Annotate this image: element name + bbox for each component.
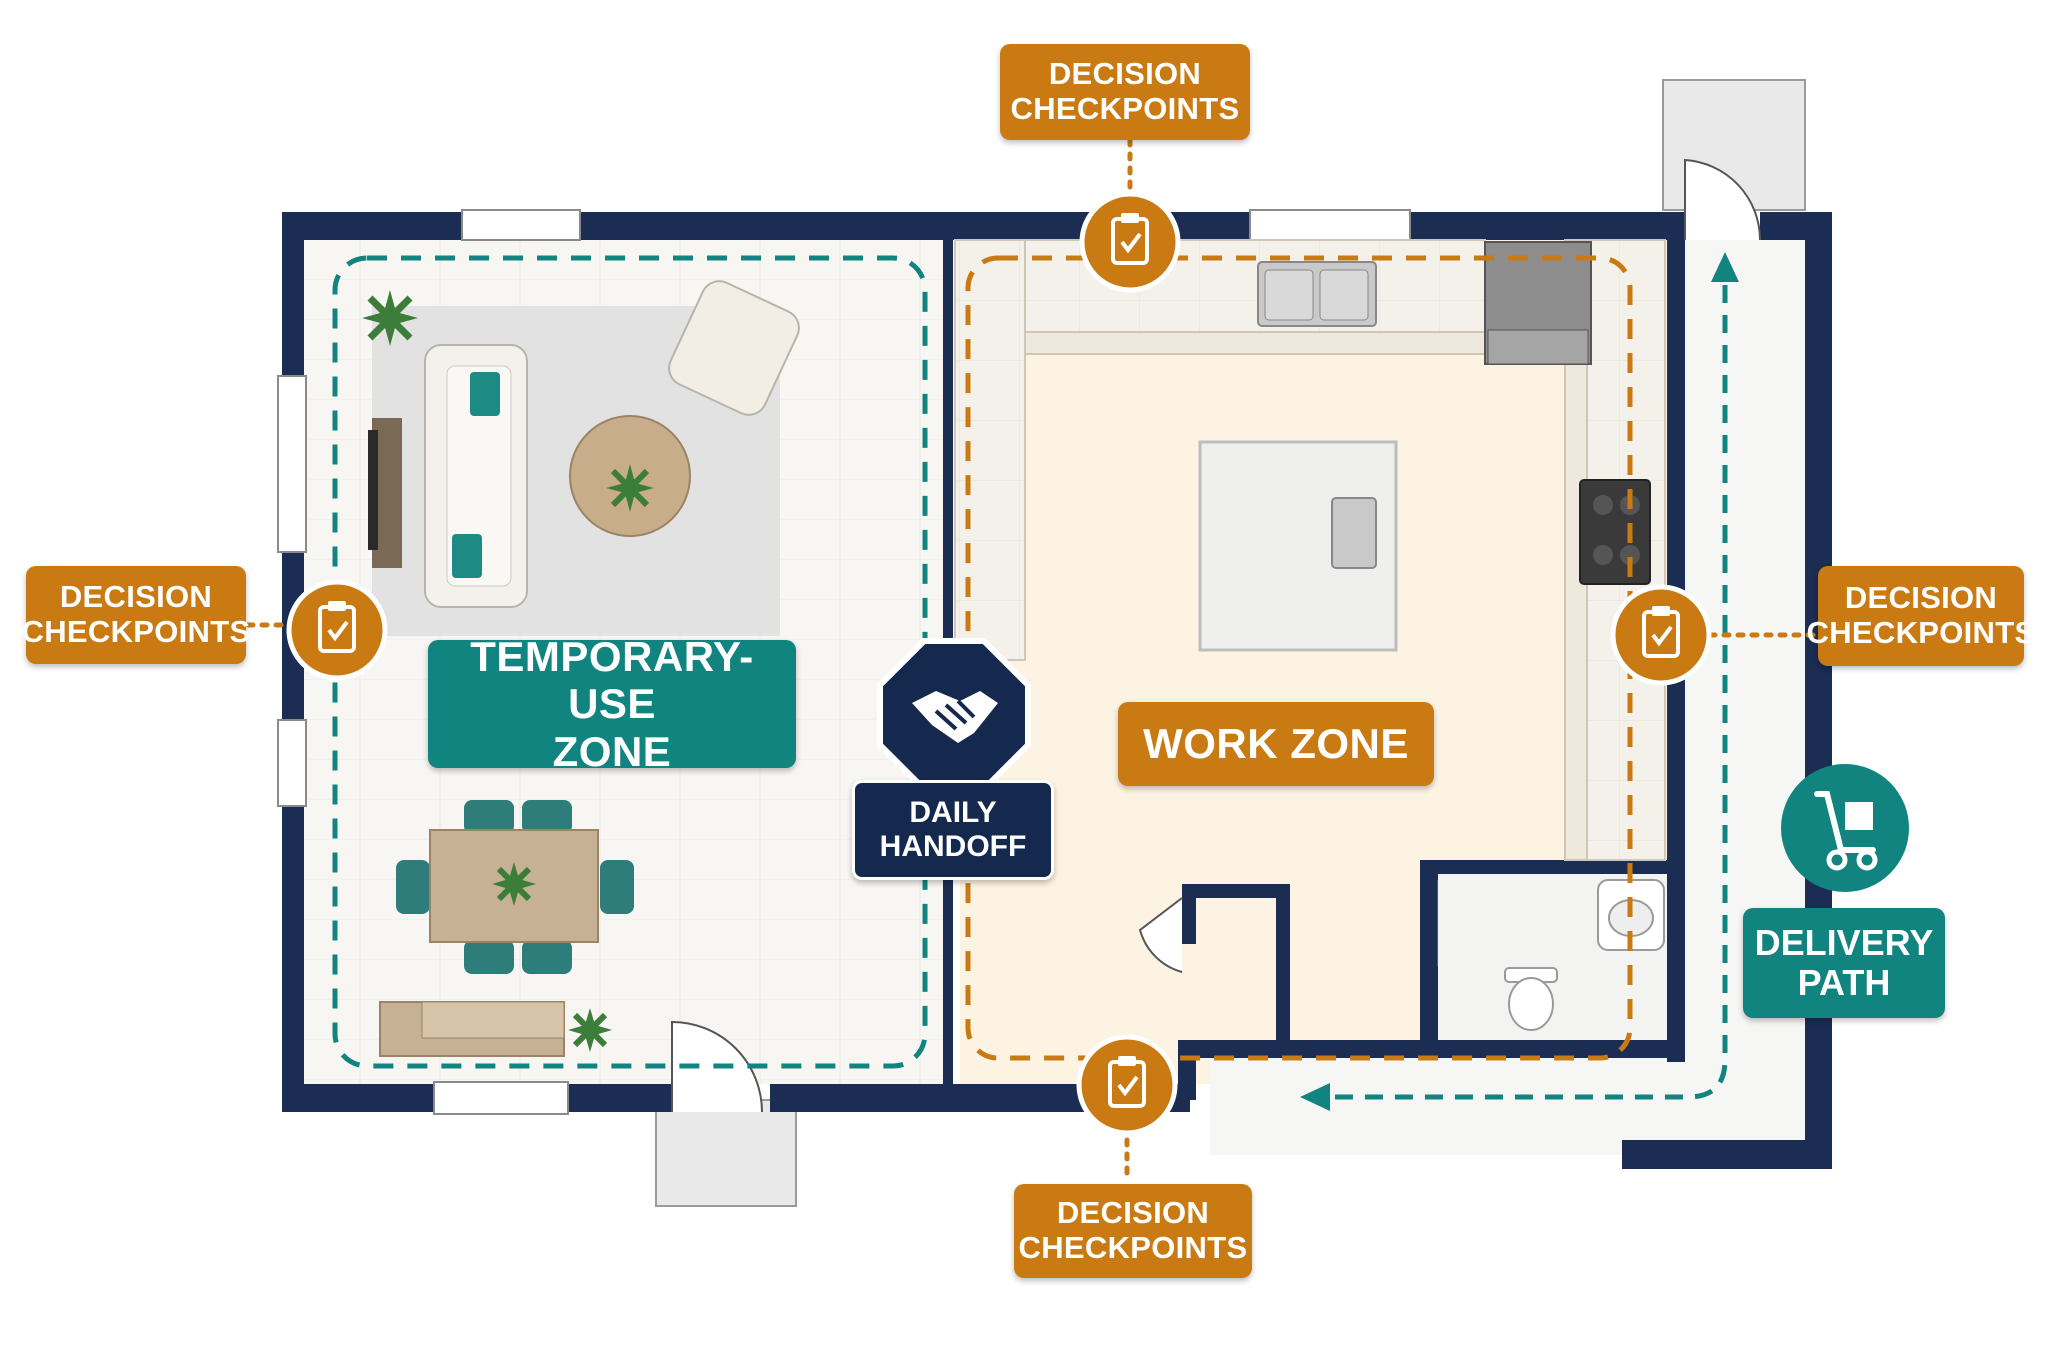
label-line: CHECKPOINTS	[1010, 91, 1240, 126]
label-line: WORK ZONE	[1143, 720, 1409, 768]
hand-truck-icon	[1781, 764, 1909, 892]
label-line: DECISION	[1844, 580, 1998, 616]
handshake-icon	[877, 638, 1031, 792]
label-line: CHECKPOINTS	[21, 614, 251, 649]
decision-checkpoints-label-bottom: DECISION CHECKPOINTS	[1014, 1184, 1252, 1278]
decision-checkpoints-label-right: DECISION CHECKPOINTS	[1807, 566, 2035, 666]
label-line: CHECKPOINTS	[1018, 1230, 1248, 1265]
refrigerator	[1484, 241, 1592, 365]
clipboard-check-icon	[1610, 584, 1712, 686]
label-line: PATH	[1797, 962, 1891, 1003]
clipboard-check-icon	[1079, 191, 1181, 293]
kitchen-sink	[1257, 261, 1377, 327]
windows	[277, 209, 1411, 1115]
decision-checkpoints-label-top: DECISION CHECKPOINTS	[1000, 44, 1250, 140]
daily-handoff-label: DAILY HANDOFF	[852, 780, 1054, 880]
label-line: DELIVERY	[1754, 921, 1934, 963]
clipboard-check-icon	[286, 579, 388, 681]
work-zone-label: WORK ZONE	[1118, 702, 1434, 786]
label-line: CHECKPOINTS	[1806, 615, 2036, 650]
bench	[379, 1001, 565, 1057]
clipboard-check-icon	[1076, 1034, 1178, 1136]
label-line: TEMPORARY-USE	[470, 633, 754, 728]
kitchen-island	[1198, 440, 1398, 652]
sofa	[424, 344, 528, 608]
arrow-left-icon	[1300, 1083, 1330, 1111]
label-line: DECISION	[59, 579, 213, 615]
label-line: DECISION	[1048, 56, 1202, 92]
temporary-use-zone-label: TEMPORARY-USE ZONE	[428, 633, 796, 775]
bathroom	[1438, 874, 1667, 1040]
stove	[1579, 479, 1651, 585]
front-step	[655, 1099, 797, 1207]
decision-checkpoints-label-left: DECISION CHECKPOINTS	[22, 566, 250, 664]
corridor-floor-bottom	[1210, 1058, 1805, 1155]
label-line: DAILY	[909, 796, 997, 830]
label-line: HANDOFF	[879, 830, 1027, 863]
delivery-path-label: DELIVERY PATH	[1743, 908, 1945, 1018]
checkpoint-connectors	[245, 137, 1821, 1185]
label-line: ZONE	[552, 727, 672, 775]
armchair	[668, 280, 800, 416]
tv	[368, 430, 378, 550]
arrow-up-icon	[1711, 252, 1739, 282]
plant-icon	[362, 290, 654, 1052]
label-line: DECISION	[1056, 1195, 1210, 1231]
